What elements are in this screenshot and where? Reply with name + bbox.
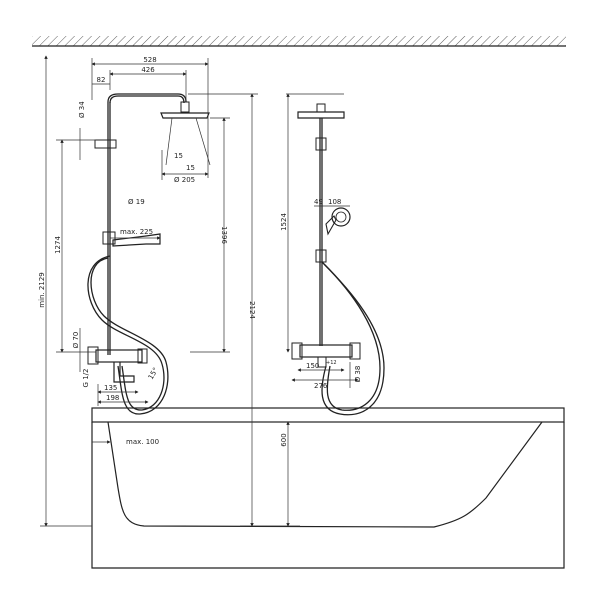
dim-15-a: 15: [174, 152, 183, 160]
dim-g-half: G 1/2: [82, 369, 90, 388]
dim-diameter-70: Ø 70: [72, 332, 80, 349]
hand-shower: [112, 233, 161, 247]
dim-82: 82: [97, 76, 106, 84]
dim-528: 528: [143, 56, 156, 64]
dim-diameter-19: Ø 19: [128, 198, 145, 206]
dim-15-degree: 15°: [147, 366, 160, 381]
dim-15-b: 15: [186, 164, 195, 172]
dim-198: 198: [106, 394, 119, 402]
dim-diameter-38: Ø 38: [354, 366, 362, 383]
dim-1396: 1396: [220, 226, 228, 244]
dim-150: 150: [306, 362, 319, 370]
mixer-handle-left: [87, 346, 99, 365]
dim-max-100: max. 100: [126, 438, 159, 446]
mixer-handle-right: [137, 348, 148, 364]
dim-2124: 2124: [248, 301, 256, 319]
dim-1524: 1524: [280, 213, 288, 231]
wall-bracket: [94, 139, 117, 149]
dim-diameter-34: Ø 34: [78, 101, 86, 118]
dim-108: 108: [328, 198, 341, 206]
dim-min-2129: min. 2129: [38, 272, 46, 307]
dim-1274: 1274: [54, 236, 62, 254]
dim-135: 135: [104, 384, 117, 392]
dim-276: 276: [314, 382, 328, 390]
dim-diameter-205: Ø 205: [174, 176, 195, 184]
dim-426: 426: [141, 66, 155, 74]
dimension-labels: 528 426 82 Ø 34 15 15 Ø 205 Ø 19 1274 ma…: [38, 56, 362, 447]
dim-150-tolerance: +12: [326, 360, 337, 366]
bathtub: [91, 407, 565, 569]
ceiling: [32, 36, 566, 47]
shower-side-view: [291, 103, 385, 416]
dimension-lines: [40, 55, 359, 527]
dim-49: 49: [314, 198, 323, 206]
shower-front-view: [87, 93, 211, 415]
mixer-body: [95, 349, 143, 363]
overhead-shower-head: [160, 112, 210, 119]
bath-spout: [113, 362, 135, 383]
dim-max-225: max. 225: [120, 228, 153, 236]
dim-600: 600: [280, 433, 288, 446]
shower-hose: [90, 257, 169, 415]
